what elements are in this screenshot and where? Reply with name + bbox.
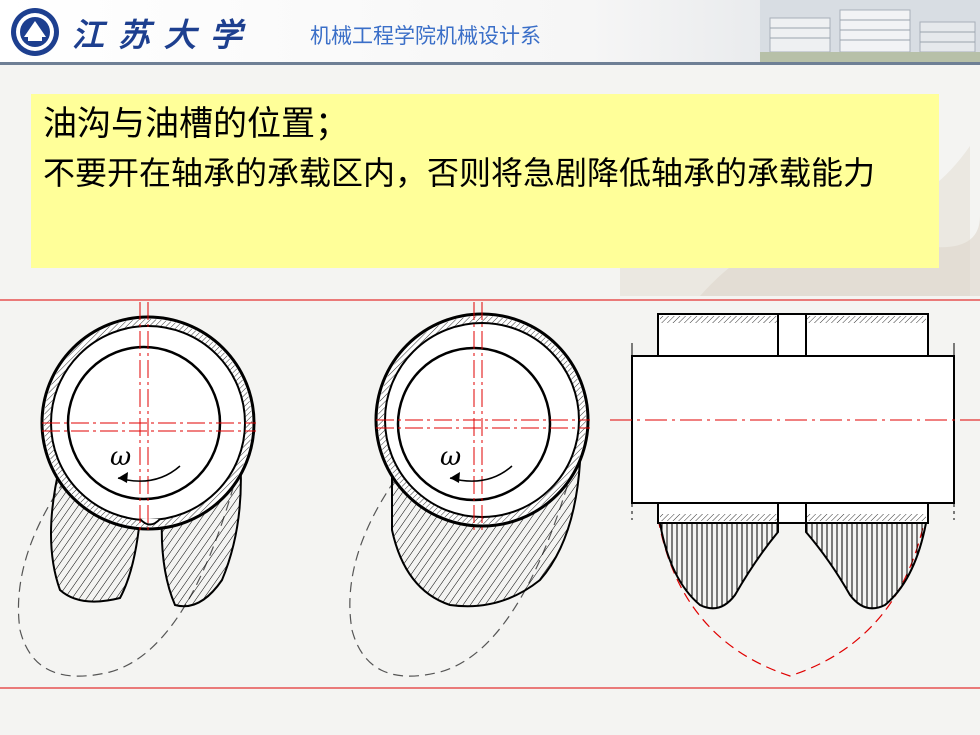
- title-box: 油沟与油槽的位置； 不要开在轴承的承载区内，否则将急剧降低轴承的承载能力: [31, 94, 939, 268]
- axial-pressure-lobe-right: [805, 522, 928, 610]
- header-divider: [0, 62, 980, 65]
- axial-pressure-lobe-left: [658, 522, 779, 610]
- oil-hole-bottom: [777, 502, 807, 524]
- university-name: 江苏大学: [72, 16, 257, 54]
- oil-groove: [139, 518, 161, 526]
- oil-hole-top: [777, 313, 807, 357]
- bearing-oil-groove-diagram: ω ω: [0, 299, 980, 689]
- department-name: 机械工程学院机械设计系: [310, 24, 541, 48]
- pressure-outline-red-dashed: [657, 517, 926, 677]
- rotation-symbol: ω: [440, 442, 461, 472]
- university-logo-icon: [11, 8, 59, 56]
- title-body: 不要开在轴承的承载区内，否则将急剧降低轴承的承载能力: [43, 154, 876, 192]
- figure-groove-in-load-zone: ω: [17, 302, 256, 677]
- figure-correct-layout: ω: [349, 302, 590, 677]
- shaft-body: [631, 355, 955, 504]
- title-heading: 油沟与油槽的位置；: [43, 104, 349, 144]
- campus-building-image: [760, 0, 980, 62]
- header-bar: 江苏大学 机械工程学院机械设计系: [0, 0, 980, 62]
- figure-axial-section: [610, 313, 980, 677]
- rotation-symbol: ω: [110, 442, 131, 472]
